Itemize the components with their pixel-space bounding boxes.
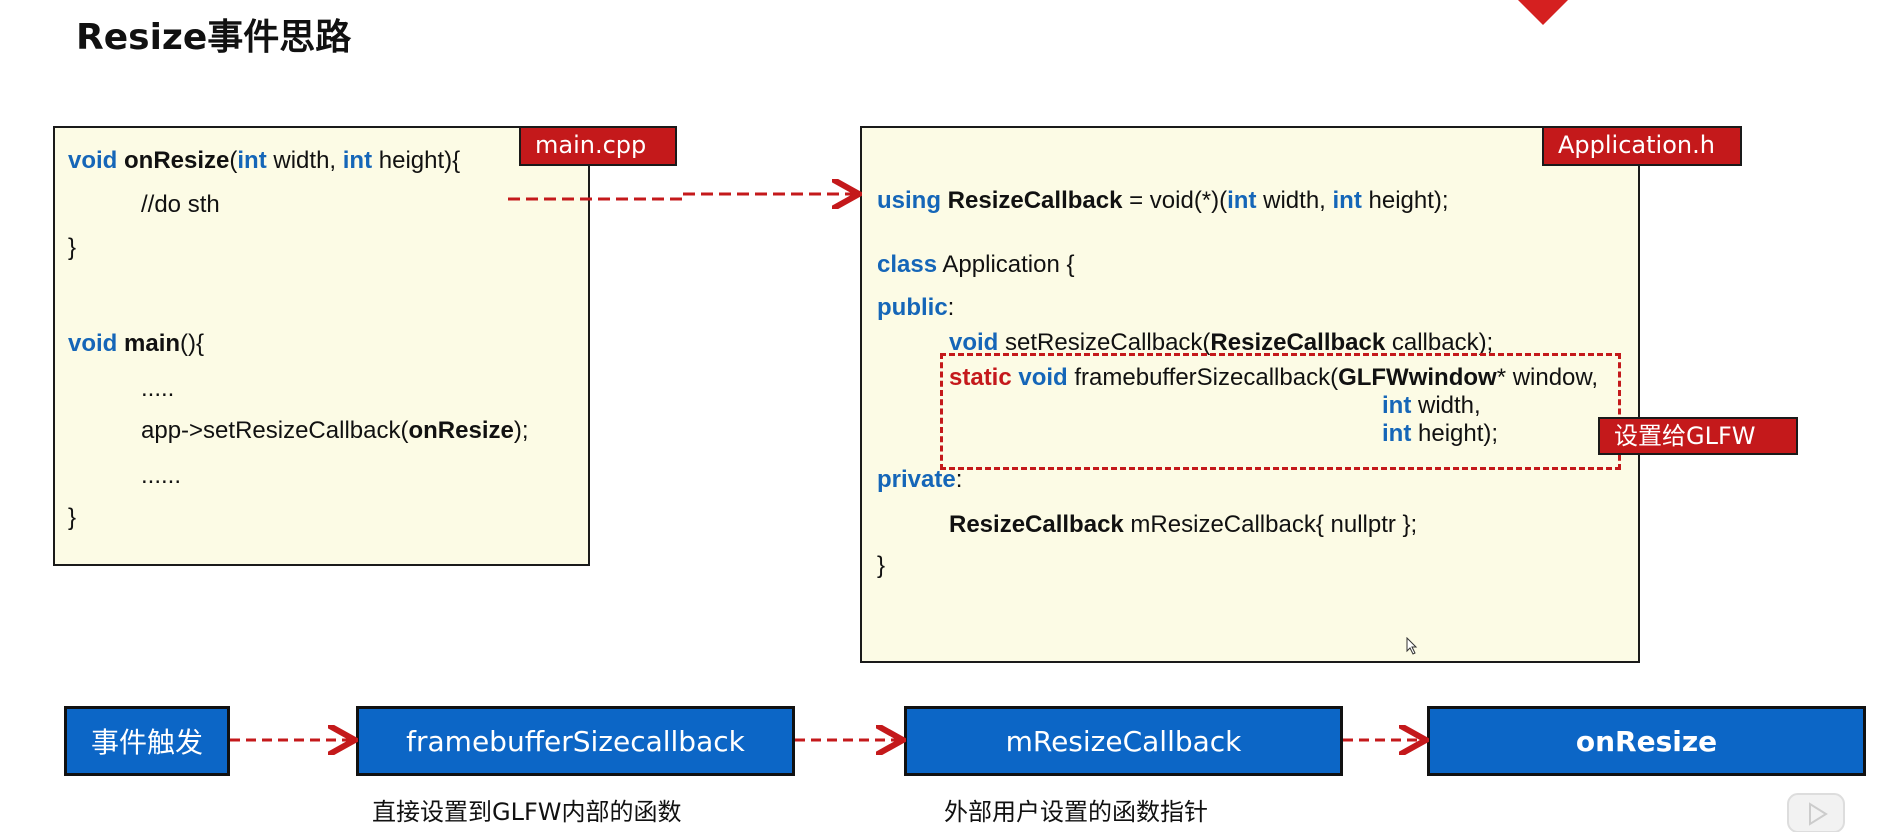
code-line-static-callback: static void framebufferSizecallback(GLFW…	[949, 363, 1598, 393]
code-line-close-brace: }	[68, 504, 77, 531]
play-icon[interactable]	[1786, 792, 1846, 832]
keyword: using	[877, 187, 941, 214]
type-name: ResizeCallback	[1210, 329, 1386, 356]
keyword: int	[237, 147, 267, 174]
keyword: class	[877, 251, 938, 278]
code-line-using: using ResizeCallback = void(*)(int width…	[877, 186, 1449, 216]
code-text: callback);	[1385, 329, 1494, 356]
main-cpp-code-box	[53, 126, 590, 566]
flow-step-mresize-callback: mResizeCallback	[904, 706, 1343, 776]
code-line-ellipsis: .....	[141, 375, 175, 402]
code-line-public: public:	[877, 293, 954, 323]
caption-glfw-internal: 直接设置到GLFW内部的函数	[372, 798, 682, 826]
keyword: void	[949, 329, 999, 356]
code-line-onresize-decl: void onResize(int width, int height){	[68, 146, 460, 176]
code-line-width-param: int width,	[1382, 391, 1481, 421]
code-line-height-param: int height);	[1382, 419, 1498, 449]
code-text: (	[229, 147, 238, 174]
code-text: = void(*)(	[1122, 187, 1228, 214]
keyword: public	[877, 294, 948, 321]
code-line-member: ResizeCallback mResizeCallback{ nullptr …	[949, 510, 1417, 540]
type-name: ResizeCallback	[949, 511, 1124, 538]
code-text: );	[513, 417, 529, 444]
function-name: main	[124, 330, 181, 357]
keyword: int	[1382, 392, 1412, 419]
code-line-close-brace: }	[68, 234, 77, 261]
code-text: width,	[1256, 187, 1333, 214]
code-text: height);	[1361, 187, 1449, 214]
keyword: int	[342, 147, 373, 174]
code-text: :	[947, 294, 955, 321]
code-line-private: private:	[877, 465, 962, 495]
code-text: framebufferSizecallback(	[1067, 364, 1339, 391]
keyword: void	[68, 147, 118, 174]
keyword: void	[68, 330, 118, 357]
function-name: onResize	[408, 417, 514, 444]
code-text: height){	[372, 147, 461, 174]
code-line-comment: //do sth	[141, 191, 220, 218]
code-line-ellipsis: ......	[141, 462, 182, 489]
code-line-set-resize-callback: void setResizeCallback(ResizeCallback ca…	[949, 328, 1493, 358]
code-text: setResizeCallback(	[998, 329, 1211, 356]
flow-step-onresize: onResize	[1427, 706, 1866, 776]
type-name: GLFWwindow	[1338, 364, 1497, 391]
function-name: onResize	[124, 147, 230, 174]
code-text: height);	[1411, 420, 1499, 447]
caption-user-pointer: 外部用户设置的函数指针	[944, 798, 1208, 826]
code-text: app->setResizeCallback(	[141, 417, 409, 444]
mouse-cursor-icon	[1406, 637, 1418, 655]
code-line-set-callback-call: app->setResizeCallback(onResize);	[141, 416, 529, 446]
application-h-code-box	[860, 126, 1640, 663]
code-text: width,	[266, 147, 343, 174]
code-text: mResizeCallback{ nullptr };	[1123, 511, 1418, 538]
page-title: Resize事件思路	[76, 17, 352, 58]
set-to-glfw-tag: 设置给GLFW	[1598, 417, 1798, 455]
brand-logo-icon	[1488, 0, 1598, 25]
keyword: int	[1227, 187, 1257, 214]
code-text: * window,	[1496, 364, 1599, 391]
code-text: :	[955, 466, 963, 493]
code-line-close-brace: }	[877, 552, 886, 579]
code-text: Application {	[937, 251, 1075, 278]
keyword: private	[877, 466, 956, 493]
code-text: width,	[1411, 392, 1481, 419]
keyword: static	[949, 364, 1012, 391]
main-cpp-tag: main.cpp	[519, 126, 677, 166]
application-h-tag: Application.h	[1542, 126, 1742, 166]
keyword: void	[1018, 364, 1068, 391]
keyword: int	[1382, 420, 1412, 447]
code-line-main-decl: void main(){	[68, 329, 204, 359]
code-text: (){	[180, 330, 205, 357]
static-callback-highlight	[940, 353, 1621, 470]
code-line-class: class Application {	[877, 250, 1075, 280]
arrow-main-to-app	[508, 194, 856, 199]
flow-step-framebuffer-callback: framebufferSizecallback	[356, 706, 795, 776]
flow-step-event-trigger: 事件触发	[64, 706, 230, 776]
type-name: ResizeCallback	[947, 187, 1123, 214]
keyword: int	[1332, 187, 1362, 214]
